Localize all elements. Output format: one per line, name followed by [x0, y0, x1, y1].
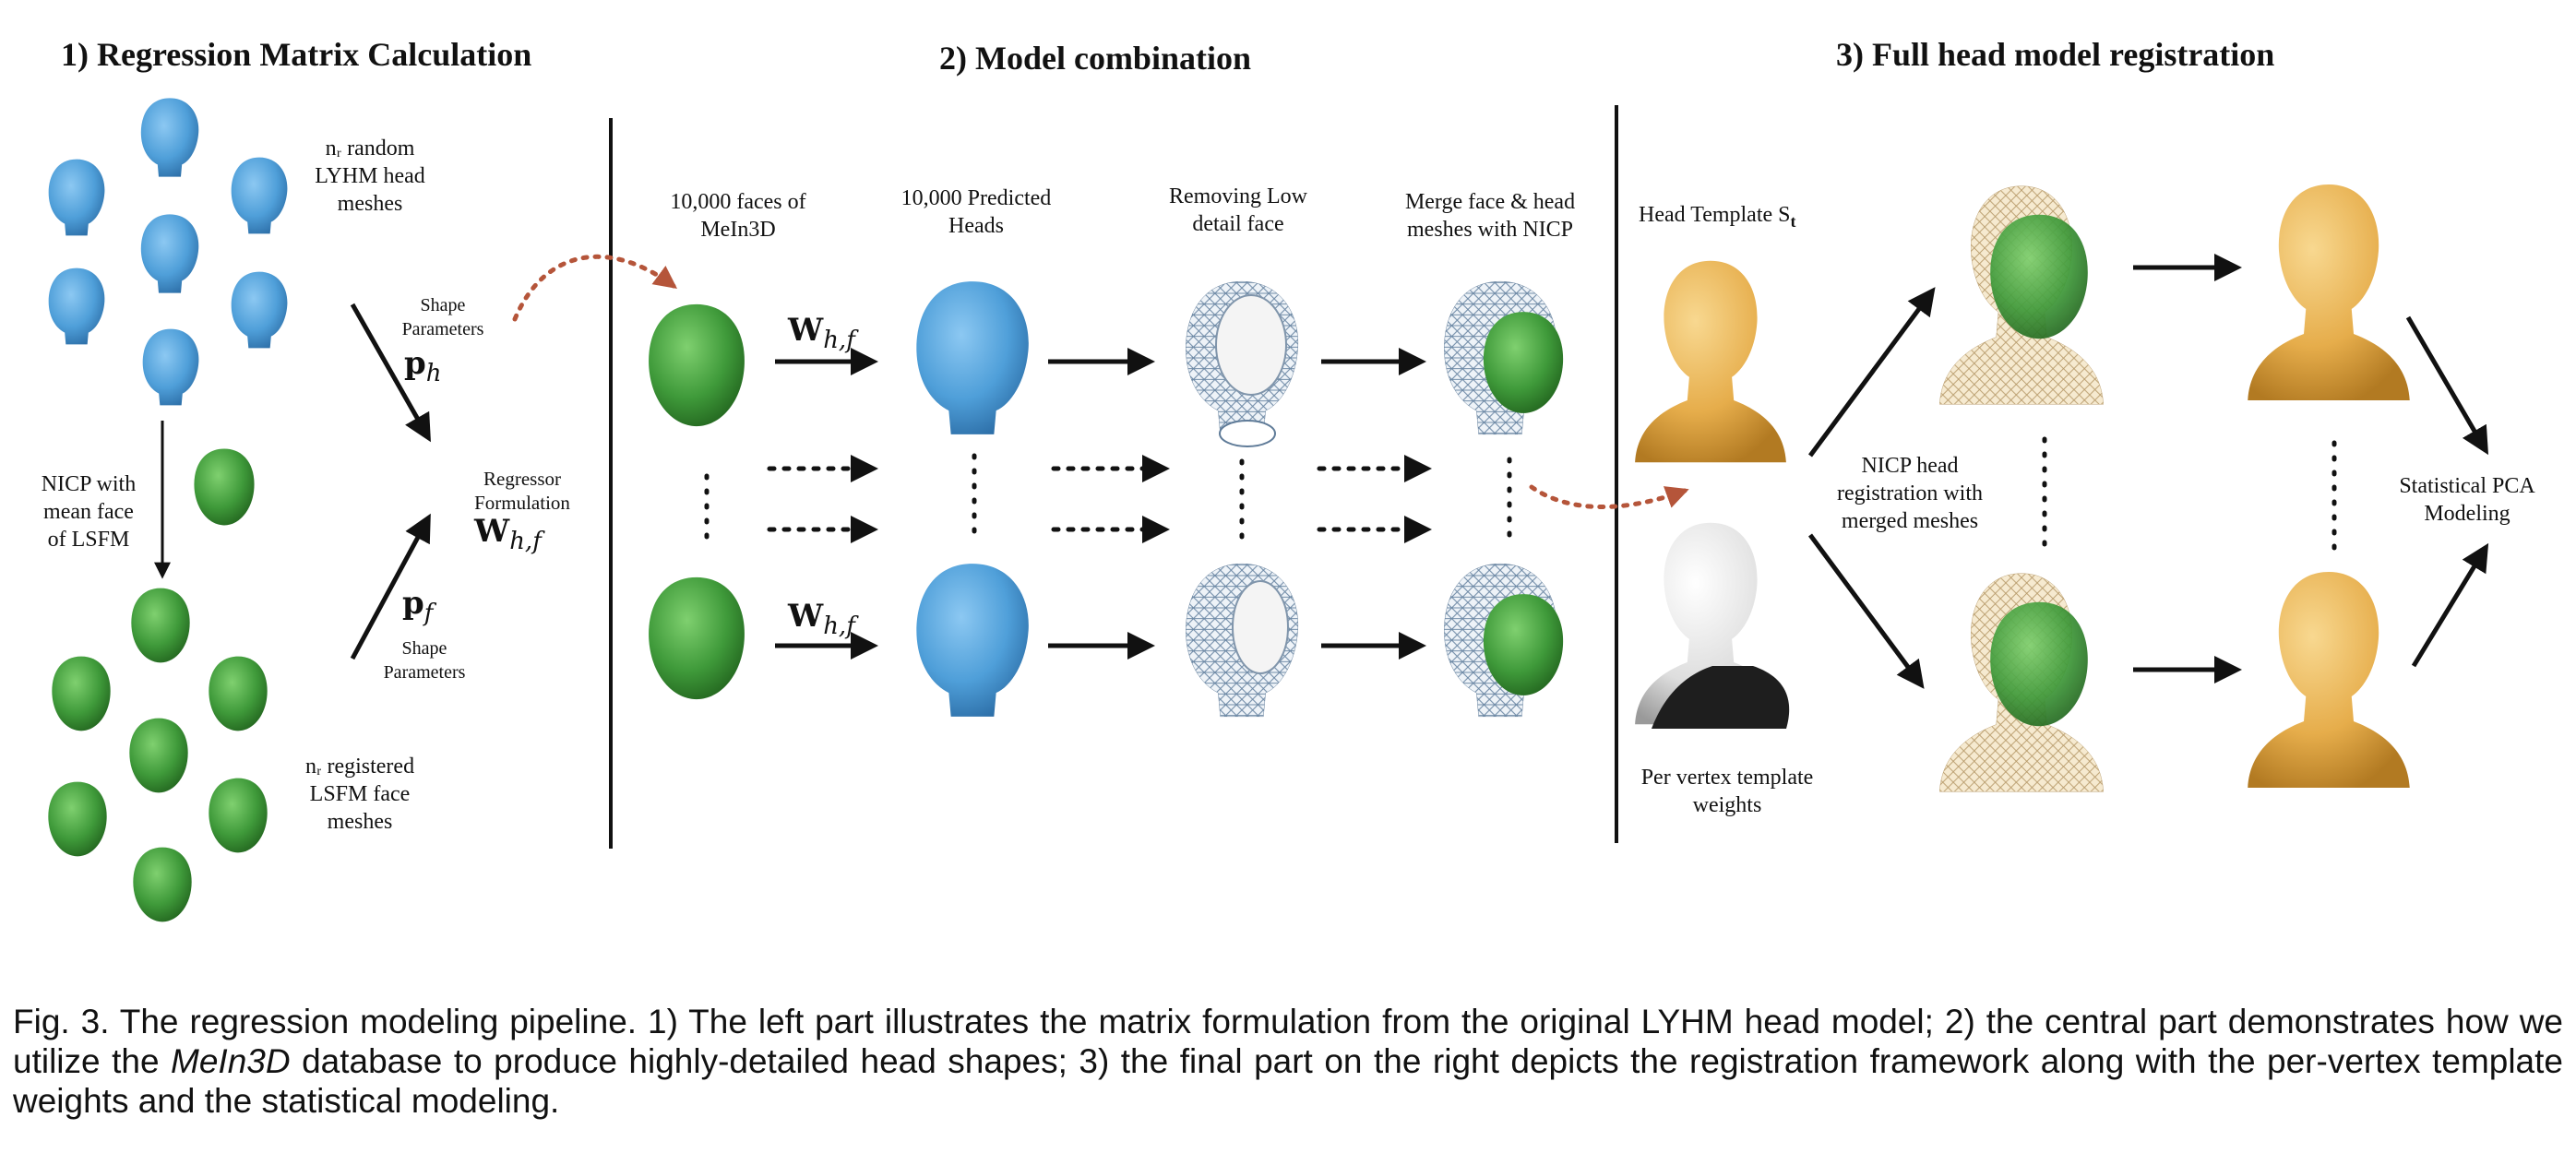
final-bust-top — [2248, 184, 2410, 400]
regressor-w-symbol: Wh,f — [474, 513, 542, 555]
predicted-head-top — [916, 281, 1029, 434]
head-template-bust — [1635, 260, 1786, 463]
mesh-head-bottom — [1185, 563, 1299, 718]
merged-head-bottom — [1443, 563, 1564, 718]
divider-right — [1615, 105, 1618, 843]
lsfm-mean-face — [194, 448, 255, 526]
ph-symbol: ph — [404, 345, 442, 387]
registered-bust-bottom — [1938, 573, 2105, 792]
mein3d-face-top — [649, 303, 745, 427]
registered-bust-top — [1938, 185, 2105, 405]
lyhm-head-meshes — [48, 98, 288, 406]
w-symbol-bottom: Wh,f — [788, 598, 855, 640]
section-title-combination: 2) Model combination — [939, 40, 1251, 77]
head-template-label: Head Template St — [1639, 203, 1796, 231]
figure-caption: Fig. 3. The regression modeling pipeline… — [13, 1003, 2563, 1120]
section-title-registration: 3) Full head model registration — [1836, 36, 2275, 73]
mesh-head-top — [1185, 280, 1299, 447]
per-vertex-weights-bust — [1635, 522, 1790, 729]
divider-left — [609, 118, 613, 849]
pf-symbol: pf — [402, 585, 434, 627]
final-bust-bottom — [2248, 572, 2410, 788]
mein3d-face-bottom — [649, 576, 745, 700]
merged-head-top — [1443, 280, 1564, 435]
predicted-head-bottom — [916, 564, 1029, 717]
lsfm-face-meshes — [48, 588, 268, 922]
section-title-regression: 1) Regression Matrix Calculation — [61, 36, 532, 73]
w-symbol-top: Wh,f — [788, 312, 855, 354]
